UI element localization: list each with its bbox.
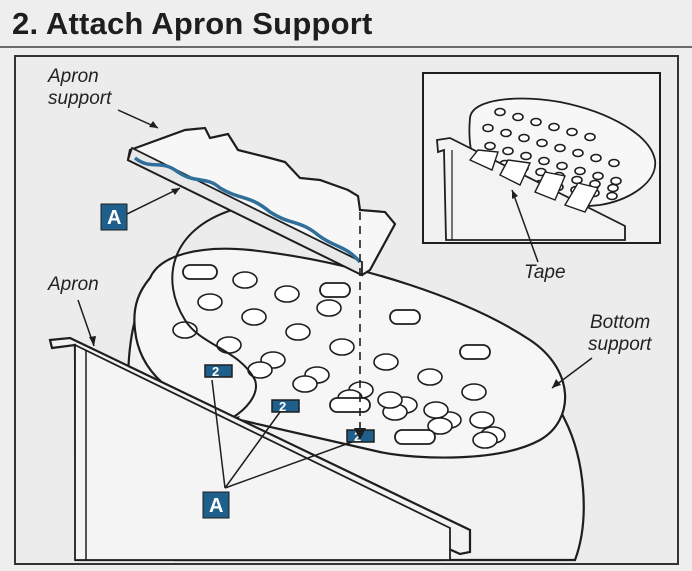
plate-hole	[556, 161, 568, 171]
plate-hole	[232, 271, 258, 289]
plate-hole	[482, 123, 494, 133]
inset-detail	[422, 72, 661, 244]
plate-hole	[584, 132, 596, 142]
label-tape: Tape	[524, 262, 566, 283]
plate-hole	[197, 293, 223, 311]
plate-hole	[377, 391, 403, 409]
plate-hole	[607, 183, 619, 193]
plate-hole	[518, 133, 530, 143]
plate-hole	[472, 431, 498, 449]
title-divider	[0, 46, 692, 48]
plate-hole	[512, 112, 524, 122]
plate-hole	[590, 153, 602, 163]
callout-a-tabs: A	[202, 379, 353, 519]
plate-hole	[292, 375, 318, 393]
plate-hole	[285, 323, 311, 341]
plate-hole	[610, 176, 622, 186]
plate-hole	[574, 166, 586, 176]
plate-hole	[216, 336, 242, 354]
plate-hole	[554, 143, 566, 153]
slot-marker-middle: 2	[271, 399, 300, 414]
plate-hole	[608, 158, 620, 168]
tape-strips	[468, 149, 600, 213]
label-apron-support-line1: Apron	[47, 66, 99, 87]
label-bottom-support-line2: support	[588, 334, 652, 355]
plate-hole	[502, 146, 514, 156]
placement-curve	[171, 209, 257, 419]
plate-hole	[417, 368, 443, 386]
callout-a-adhesive-letter: A	[107, 207, 121, 229]
plate-hole	[274, 285, 300, 303]
label-apron: Apron	[47, 274, 99, 295]
plate-hole	[316, 299, 342, 317]
plate-hole	[606, 191, 618, 201]
callout-a-adhesive: A	[100, 187, 181, 231]
slot-marker-left: 2	[204, 364, 233, 379]
apron-support-part	[126, 126, 397, 277]
plate-hole	[538, 156, 550, 166]
plate-hole	[373, 353, 399, 371]
plate-hole	[500, 128, 512, 138]
slot-marker-digit: 2	[354, 429, 361, 444]
plate-edge-slots	[182, 264, 491, 445]
plate-hole	[241, 308, 267, 326]
plate-hole	[571, 175, 583, 185]
plate-hole	[329, 338, 355, 356]
plate-hole	[566, 127, 578, 137]
callout-a-tabs-letter: A	[209, 495, 223, 517]
plate-hole	[520, 151, 532, 161]
plate-hole	[592, 171, 604, 181]
plate-hole	[530, 117, 542, 127]
plate-hole	[536, 138, 548, 148]
label-apron-support-line2: support	[48, 88, 112, 109]
page-title: 2. Attach Apron Support	[12, 6, 373, 41]
plate-hole	[172, 321, 198, 339]
apron-panel-face	[74, 343, 451, 561]
slot-marker-digit: 2	[212, 364, 219, 379]
plate-hole	[469, 411, 495, 429]
label-bottom-support-line1: Bottom	[590, 312, 650, 333]
plate-hole	[484, 141, 496, 151]
plate-hole	[548, 122, 560, 132]
plate-hole	[461, 383, 487, 401]
plate-hole	[572, 148, 584, 158]
plate-hole	[494, 107, 506, 117]
slot-marker-digit: 2	[279, 399, 286, 414]
adhesive-stripe	[133, 156, 362, 264]
plate-hole	[423, 401, 449, 419]
